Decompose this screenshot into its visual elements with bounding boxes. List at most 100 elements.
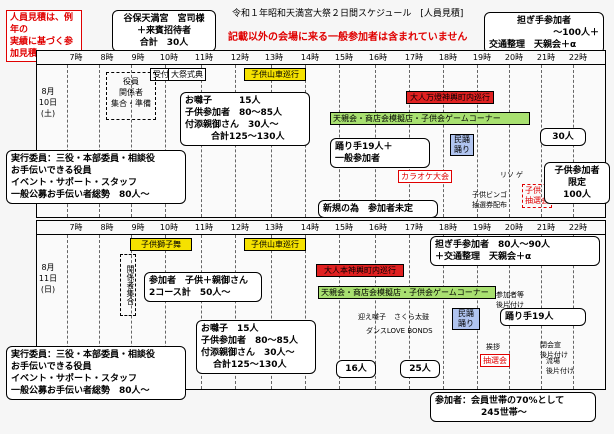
sixteen-callout: 16人 — [336, 360, 376, 378]
day2-hour: 13時 — [264, 223, 284, 232]
lion-line2: 2コース計 50人〜 — [149, 288, 231, 298]
twentyfive-callout: 25人 — [400, 360, 440, 378]
guests-line3: 合計 30人 — [139, 38, 189, 48]
note-line1: 人員見積は、例年の — [10, 13, 74, 35]
day2-hour: 20時 — [504, 223, 524, 232]
closing-line1: 閉会宣 — [540, 341, 561, 349]
band-line2: 子供参加者 80〜85人 — [185, 108, 283, 118]
flow-line2: 後片付け — [546, 367, 574, 375]
day2-day: 11日 — [38, 274, 58, 283]
grid-line — [131, 65, 132, 217]
staff-note2: 後片付け — [496, 301, 524, 309]
day2-weekday: (日) — [40, 285, 56, 294]
welcome-label: 迎え囃子 — [358, 313, 386, 321]
day1-hour: 16時 — [368, 53, 388, 62]
grid-line — [409, 235, 410, 389]
closing-line2: 後片付け — [540, 351, 568, 359]
grid-line — [67, 65, 68, 217]
kids-line3: 100人 — [563, 190, 591, 200]
kids-callout-day1: 子供参加者 限定 100人 — [544, 162, 610, 204]
day1-weekday: (土) — [40, 109, 56, 118]
grid-line — [165, 235, 166, 389]
carriers-callout-day2: 担ぎ手参加者 80人〜90人 ＋交通整理 天親会＋α — [430, 236, 600, 266]
lion-line1: 参加者 子供＋親御さん — [149, 276, 249, 286]
dancers-line2: 一般参加者 — [335, 154, 381, 164]
ceremony-tag: 大祭式典 — [168, 68, 206, 81]
float-bar-day1: 子供山車巡行 — [244, 68, 306, 81]
day2-hour-row: 7時 8時 9時 10時 11時 12時 13時 14時 15時 16時 17時… — [37, 221, 605, 235]
day1-hour: 10時 — [159, 53, 179, 62]
participants-callout: 参加者：会員世帯の70%として 245世帯〜 — [430, 392, 596, 422]
day1-hour: 9時 — [131, 53, 145, 62]
guests-line1: 谷保天満宮 宮司様 — [123, 14, 205, 24]
mikoshi-bar-day1: 大人万燈神輿町内巡行 — [406, 91, 494, 104]
day2-hour: 18時 — [438, 223, 458, 232]
grid-line — [375, 235, 376, 389]
dance2-label: 民踊 — [458, 309, 474, 318]
carriers2-line1: 担ぎ手参加者 80人〜90人 — [435, 240, 551, 250]
booths-bar-day2: 天親会・商店会模擬店・子供会ゲームコーナー — [318, 286, 496, 299]
day2-hour: 14時 — [300, 223, 320, 232]
staff2-line3: イベント・サポート・スタッフ — [11, 374, 138, 384]
day1-hour: 13時 — [264, 53, 284, 62]
lottery-tag-day2: 抽選会 — [480, 354, 510, 367]
dance-label2: 踊り — [454, 145, 470, 154]
staff-callout-day2: 実行委員：三役・本部委員・相談役 お手伝いできる役員 イベント・サポート・スタッ… — [6, 346, 186, 400]
day2-hour: 16時 — [368, 223, 388, 232]
day2-hour: 10時 — [159, 223, 179, 232]
band2-line3: 付添親御さん 30人〜 — [201, 348, 295, 358]
day1-day: 10日 — [38, 98, 58, 107]
page-title: 令和１年昭和天満宮大祭２日間スケジュール [人員見積] — [232, 9, 464, 19]
day1-hour: 20時 — [504, 53, 524, 62]
dancers-callout-day2: 踊り手19人 — [500, 308, 586, 326]
day1-hour: 8時 — [100, 53, 114, 62]
kids-line1: 子供参加者 — [554, 166, 600, 176]
lion-callout: 参加者 子供＋親御さん 2コース計 50人〜 — [144, 272, 262, 302]
day1-hour: 7時 — [69, 53, 83, 62]
staff-callout-day1: 実行委員：三役・本部委員・相談役 お手伝いできる役員 イベント・サポート・スタッ… — [6, 150, 186, 204]
grid-line — [477, 65, 478, 217]
dance2-label2: 踊り — [458, 319, 474, 328]
day1-hour: 15時 — [334, 53, 354, 62]
day2-hour: 21時 — [536, 223, 556, 232]
flow-line1: 流場 — [546, 357, 560, 365]
ride-label: ゲ — [516, 171, 523, 179]
grid-line — [443, 65, 444, 217]
carriers-line3: 交通整理 天親会＋α — [489, 40, 577, 50]
carriers-line2: 〜100人＋ — [553, 28, 599, 38]
dancers-line1: 踊り手19人＋ — [335, 142, 393, 152]
staff-note1: 参加者等 — [496, 291, 524, 299]
float-bar-day2: 子供山車巡行 — [244, 238, 306, 251]
mikoshi-bar-day2: 大人本神輿町内巡行 — [316, 264, 404, 277]
guests-line2: ＋来賓招待者 — [136, 26, 191, 36]
dancers-callout-day1: 踊り手19人＋ 一般参加者 — [330, 138, 430, 168]
page-subtitle: 記載以外の会場に来る一般参加者は含まれていません — [228, 32, 468, 43]
staff-line2: お手伝いできる役員 — [11, 166, 92, 176]
day2-hour: 12時 — [230, 223, 250, 232]
grid-line — [99, 235, 100, 389]
thirty-callout: 30人 — [540, 128, 586, 146]
dance-label: 民踊 — [454, 135, 470, 144]
karaoke-tag: カラオケ大会 — [398, 170, 452, 183]
grid-line — [271, 235, 272, 389]
officers-box-day2: 関係者集合 — [120, 254, 136, 316]
band2-line4: 合計125〜130人 — [213, 360, 287, 370]
officers-line3: 集合・準備 — [111, 99, 151, 108]
officers-line2: 関係者 — [119, 88, 143, 97]
carriers-callout-day1: 担ぎ手参加者 〜100人＋ 交通整理 天親会＋α — [484, 12, 604, 54]
dance-tag-day2: 民踊 踊り — [452, 308, 480, 330]
day2-hour: 17時 — [404, 223, 424, 232]
grid-line — [201, 235, 202, 389]
new-callout: 新規の為 参加者未定 — [318, 200, 438, 218]
band-callout-day2: お囃子 15人 子供参加者 80〜85人 付添親御さん 30人〜 合計125〜1… — [196, 320, 316, 374]
grid-line — [67, 235, 68, 389]
closing-label: 閉会宣 後片付け — [540, 340, 568, 360]
band-line1: お囃子 15人 — [185, 96, 261, 106]
band-line4: 合計125〜130人 — [211, 132, 285, 142]
staff-note: 参加者等 後片付け — [496, 290, 524, 310]
day1-hour: 11時 — [194, 53, 214, 62]
day1-hour: 19時 — [472, 53, 492, 62]
flow-label: 流場 後片付け — [546, 356, 574, 376]
day2-hour: 15時 — [334, 223, 354, 232]
